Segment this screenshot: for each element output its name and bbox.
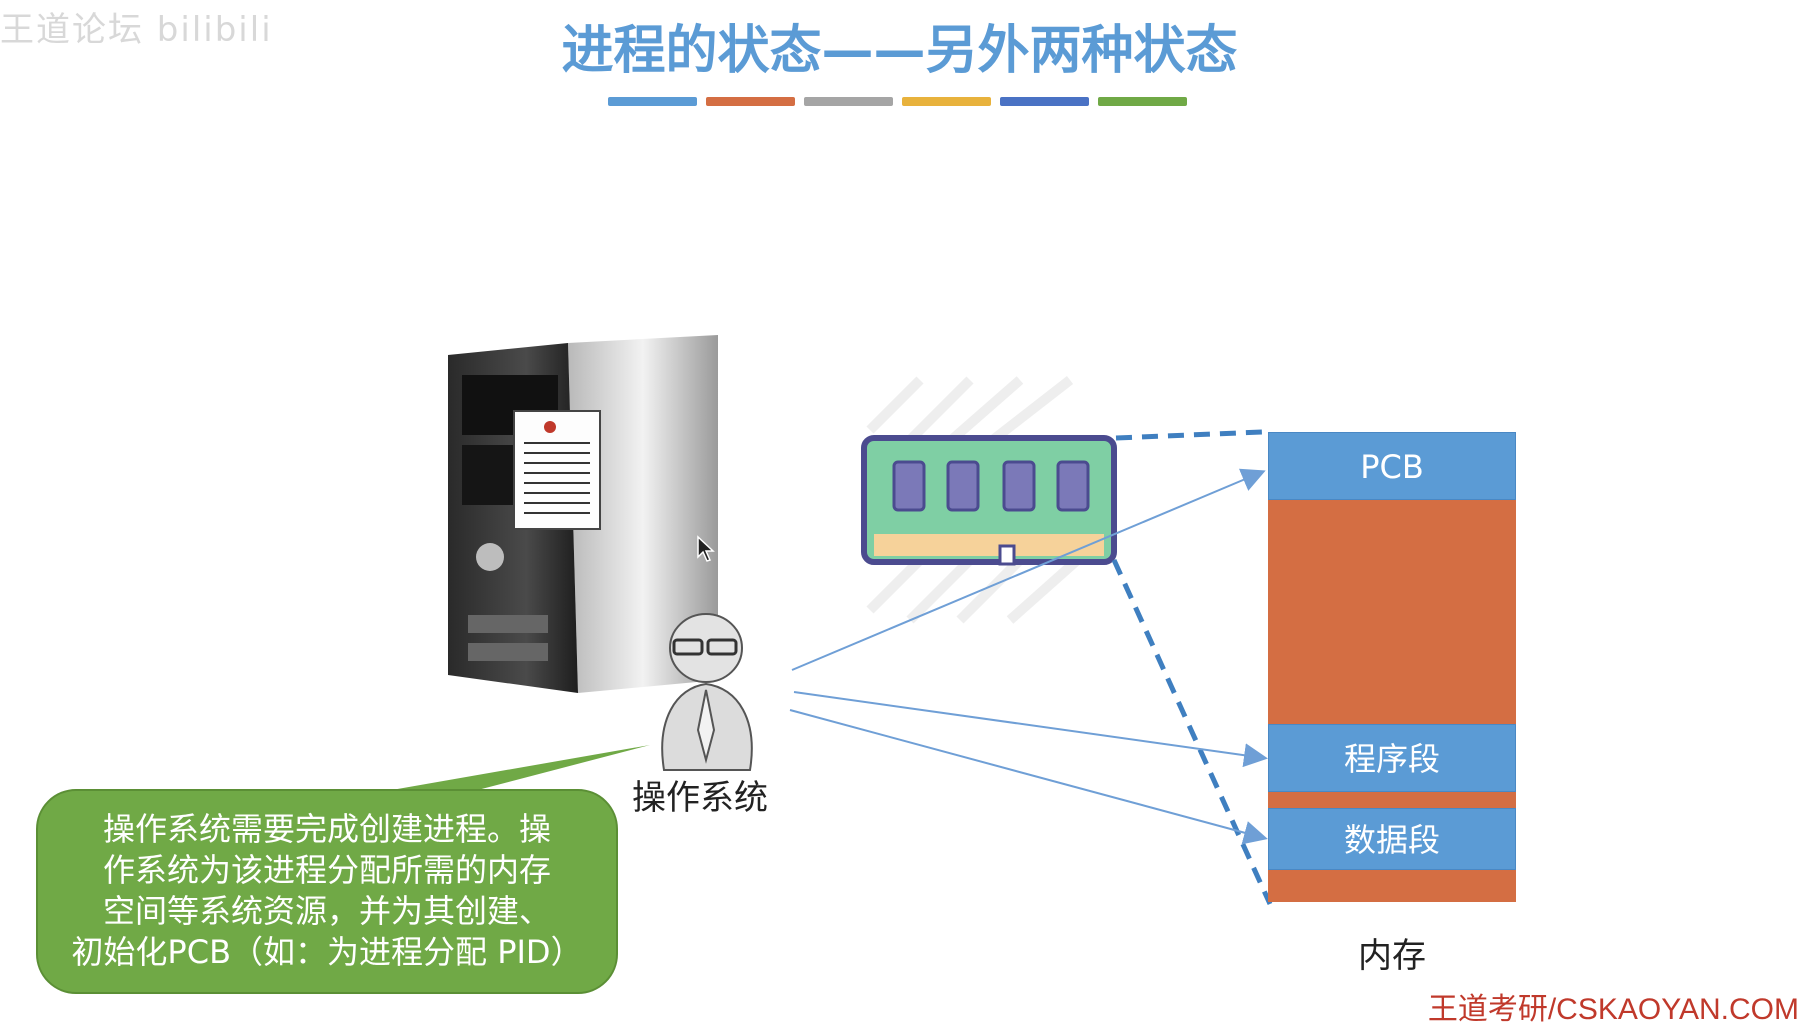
bubble-line: 操作系统需要完成创建进程。操: [102, 810, 551, 848]
server-icon: [448, 335, 718, 693]
document-icon: [513, 410, 601, 530]
allocation-arrows: [789, 468, 1268, 845]
title-color-bar: [804, 97, 893, 106]
bubble-line: 初始化PCB（如：为进程分配 PID）: [71, 933, 583, 971]
title-color-bar: [608, 97, 697, 106]
memory-block-gap1: [1268, 500, 1516, 724]
bubble-line: 空间等系统资源，并为其创建、: [102, 892, 551, 930]
footer-brand: 王道考研/CSKAOYAN.COM: [1427, 993, 1799, 1026]
bubble-line: 作系统为该进程分配所需的内存: [102, 851, 551, 889]
explanation-bubble: 操作系统需要完成创建进程。操作系统为该进程分配所需的内存空间等系统资源，并为其创…: [36, 789, 618, 994]
title-color-bar: [1000, 97, 1089, 106]
memory-label: 内存: [1358, 936, 1426, 976]
title-color-bar: [706, 97, 795, 106]
os-label: 操作系统: [632, 778, 768, 818]
memory-block-program: 程序段: [1268, 724, 1516, 792]
memory-block-gap3: [1268, 870, 1516, 902]
memory-block-pcb: PCB: [1268, 432, 1516, 500]
dashed-zoom-lines: [1111, 429, 1273, 906]
title-color-bar: [1098, 97, 1187, 106]
slide-title: 进程的状态——另外两种状态: [561, 21, 1238, 81]
mouse-cursor-icon: [697, 535, 715, 562]
memory-block-data: 数据段: [1268, 808, 1516, 870]
os-person-icon: [661, 613, 753, 771]
title-color-bars: [608, 97, 1187, 106]
bubble-tail: [380, 745, 650, 792]
memory-block-gap2: [1268, 792, 1516, 808]
watermark: 王道论坛 bilibili: [0, 10, 273, 50]
ram-chip-icon: [861, 435, 1117, 566]
title-color-bar: [902, 97, 991, 106]
